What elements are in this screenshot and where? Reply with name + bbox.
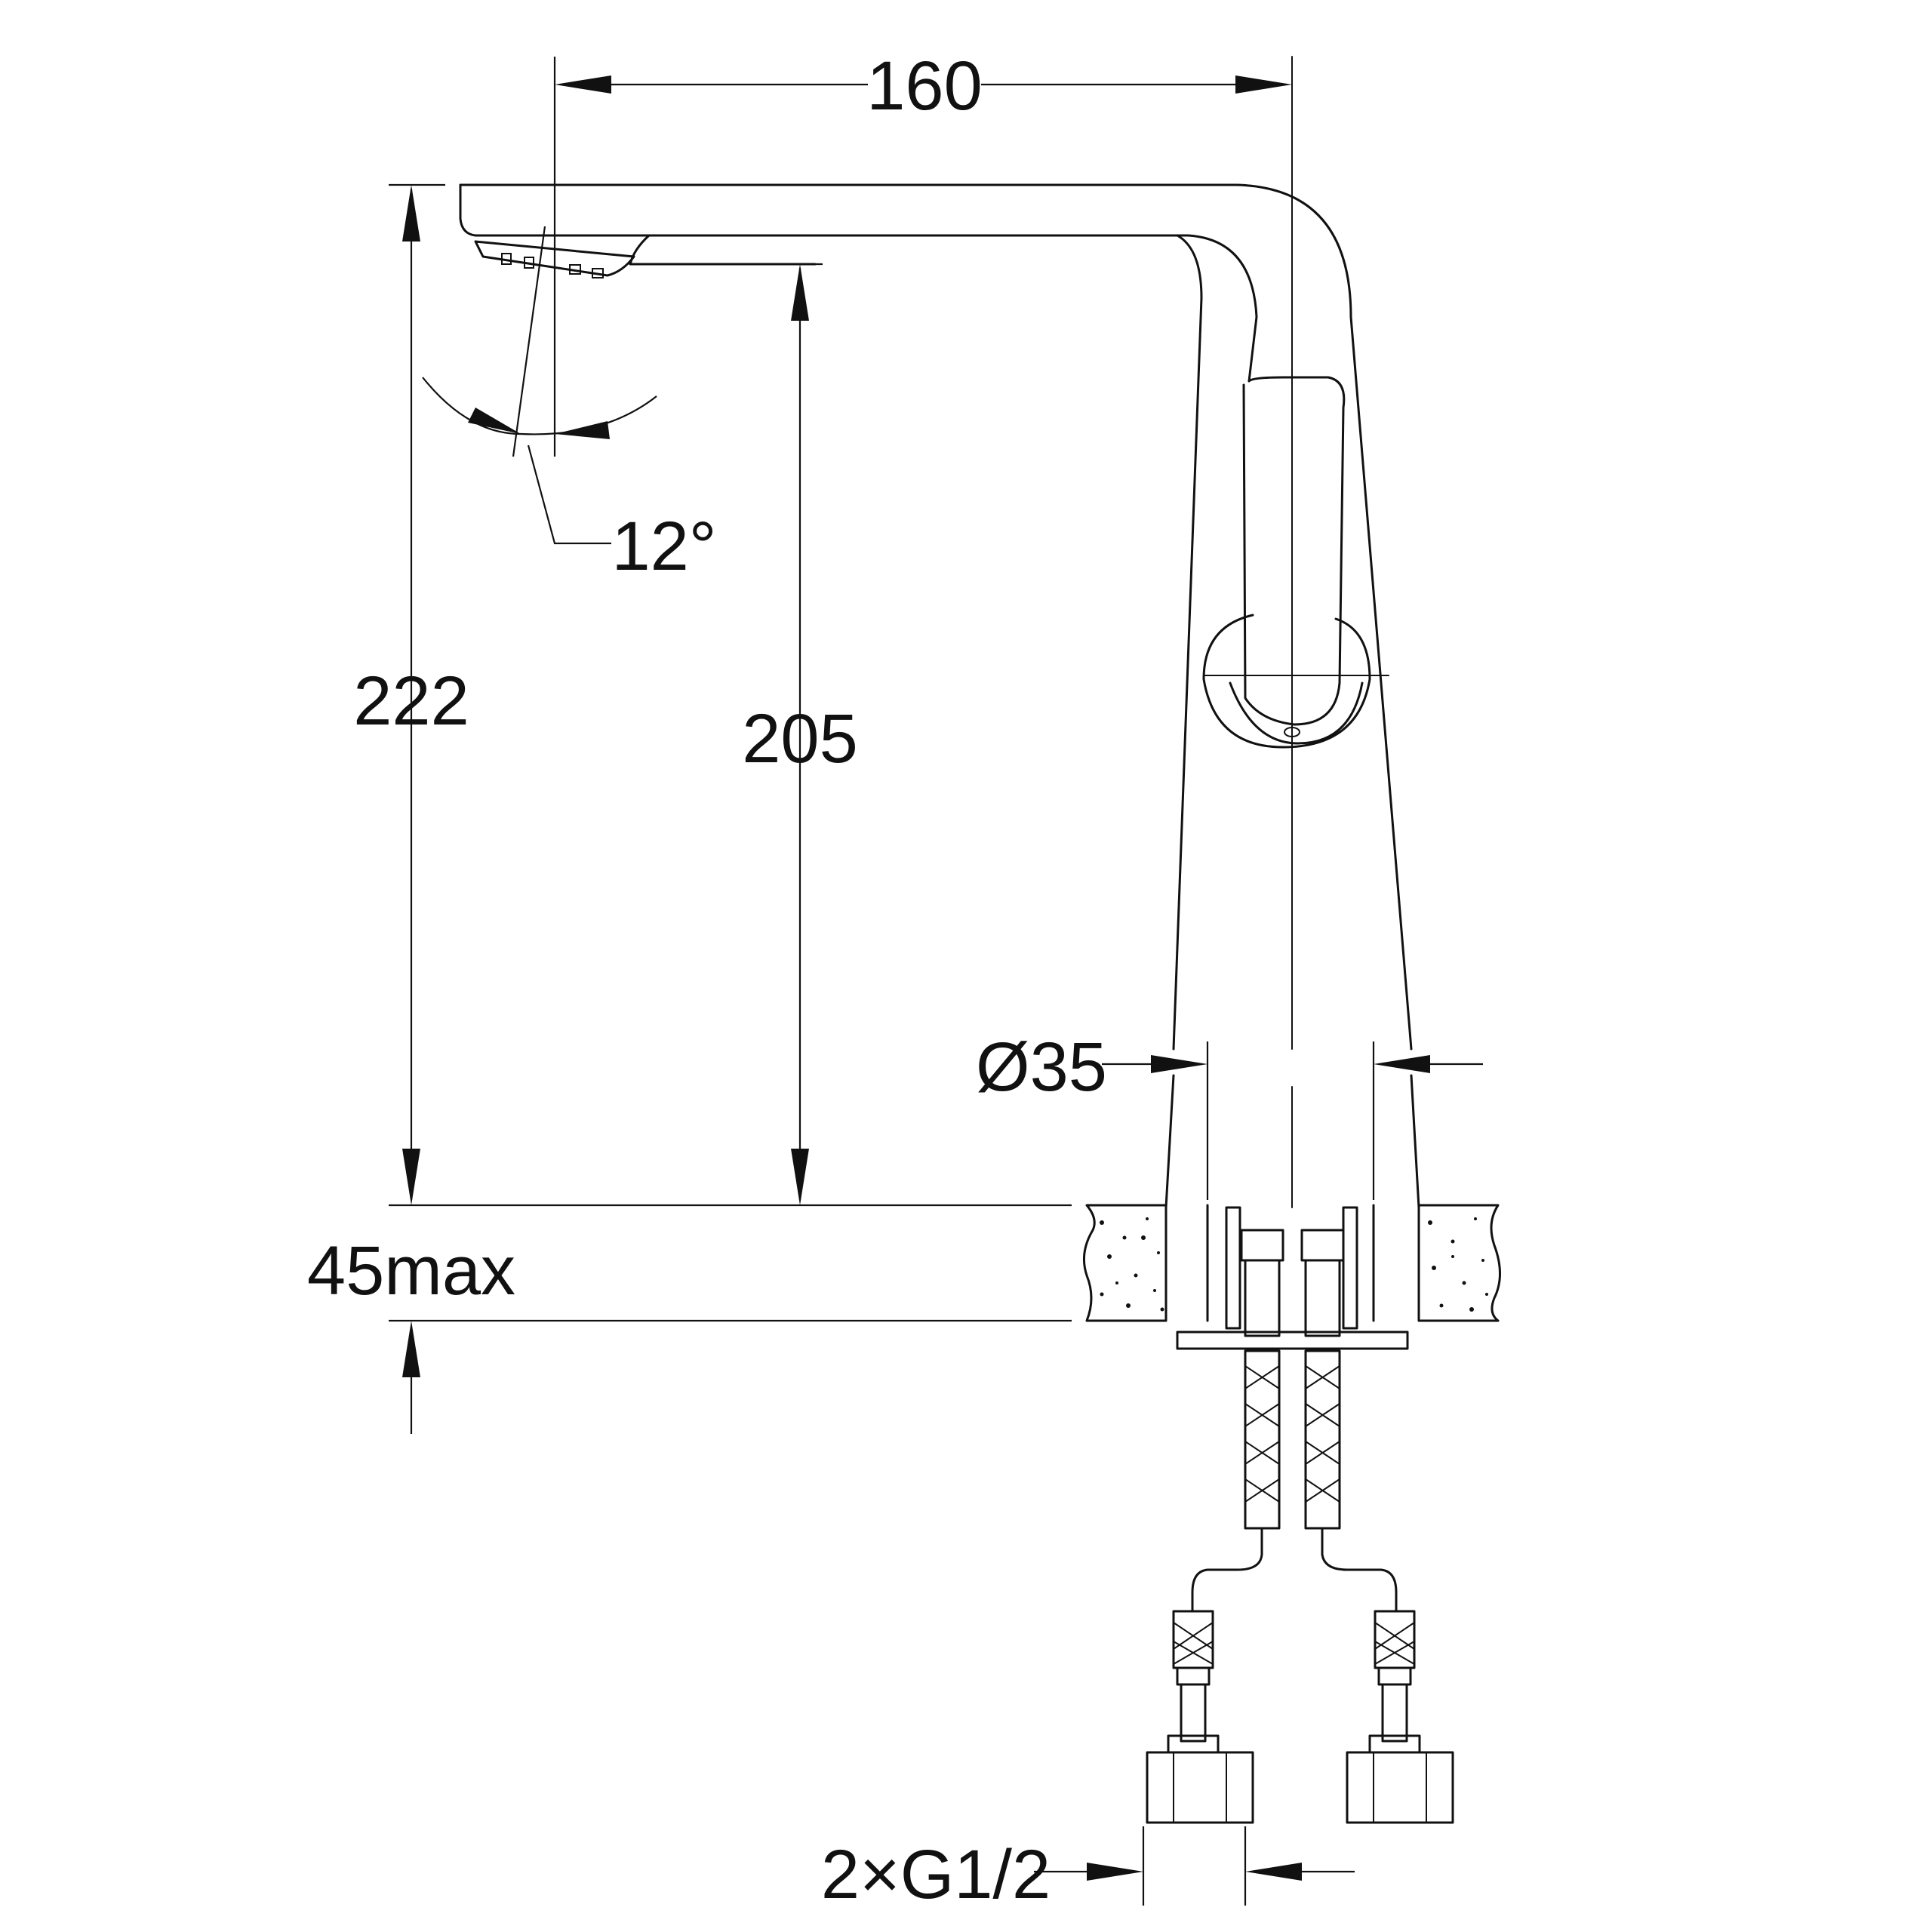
- faucet-body: [1164, 56, 1420, 1209]
- dim-height-total-label: 222: [353, 663, 469, 740]
- dim-height-spout-label: 205: [742, 700, 858, 777]
- dim-width-label: 160: [866, 48, 983, 125]
- faucet-spout: [459, 183, 1413, 1051]
- hose-connectors: [1146, 1610, 1454, 1824]
- dim-swivel-angle-label: 12°: [611, 508, 716, 585]
- dim-inlet-connections: 2×G1/2: [821, 1826, 1355, 1913]
- dim-height-total: 222: [353, 183, 469, 1205]
- dim-counter-thickness: 45max: [307, 1204, 1072, 1434]
- mounting-plate: [1176, 1206, 1409, 1350]
- dim-width: 160: [553, 48, 1292, 457]
- dim-base-diameter: Ø35: [976, 1029, 1483, 1200]
- braided-hoses: [1191, 1229, 1398, 1613]
- dim-swivel-angle: 12°: [422, 226, 717, 585]
- counter-top: [1082, 1204, 1501, 1322]
- dim-height-spout: 205: [742, 263, 858, 1205]
- dim-base-diameter-label: Ø35: [976, 1029, 1107, 1106]
- dim-inlet-connections-label: 2×G1/2: [821, 1836, 1051, 1913]
- dim-counter-thickness-label: 45max: [307, 1232, 515, 1309]
- lever-handle: [1202, 376, 1389, 749]
- aerator: [501, 253, 604, 278]
